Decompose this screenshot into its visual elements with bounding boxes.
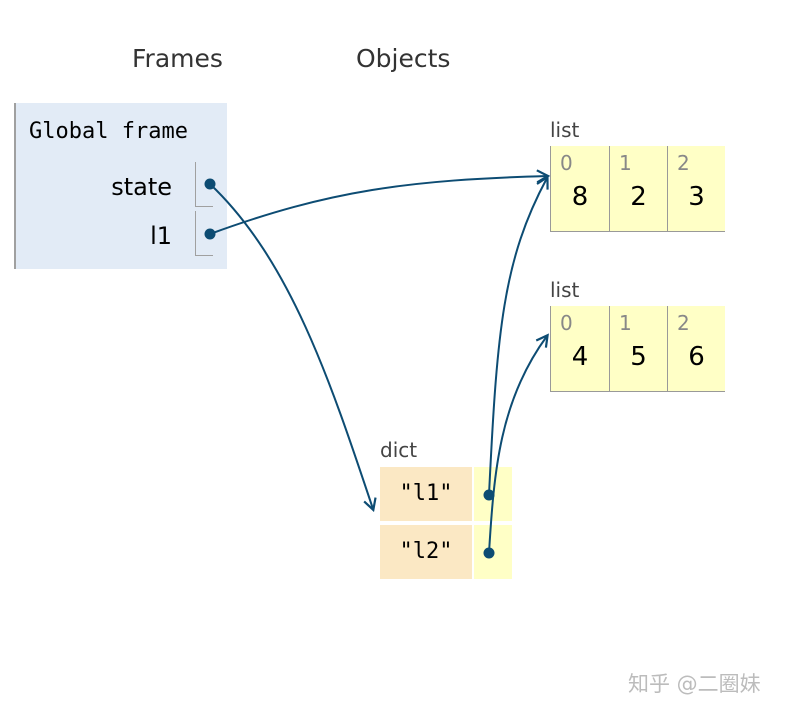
dict-type-label: dict <box>380 438 418 462</box>
pointer-state-to-dict <box>209 183 373 509</box>
list-a-value: 3 <box>688 182 705 212</box>
dict-entry: "l1" <box>380 467 512 521</box>
list-a-index: 1 <box>619 151 632 175</box>
dict-key: "l2" <box>380 525 472 579</box>
pointer-dict-l2-to-list-b <box>488 336 547 554</box>
list-b-cell: 1 5 <box>609 306 667 391</box>
pointer-dot-state <box>204 178 216 190</box>
list-a-index: 2 <box>677 151 690 175</box>
variable-name-l1: l1 <box>150 222 172 250</box>
variable-slot-state <box>195 162 213 207</box>
list-a-cell: 1 2 <box>609 146 667 231</box>
list-b: 0 4 1 5 2 6 <box>550 306 725 392</box>
pointer-l1-to-list-a <box>209 176 547 235</box>
pointer-dict-l1-to-list-a <box>488 178 547 496</box>
list-b-value: 6 <box>688 342 705 372</box>
list-a-cell: 0 8 <box>551 146 609 231</box>
pointer-dot-dict-l1 <box>483 489 495 501</box>
pointer-dot-dict-l2 <box>483 547 495 559</box>
dict-key: "l1" <box>380 467 472 521</box>
list-a-cell: 2 3 <box>667 146 725 231</box>
list-a-type-label: list <box>550 118 580 142</box>
list-b-cell: 2 6 <box>667 306 725 391</box>
dict-entry: "l2" <box>380 525 512 579</box>
list-b-cell: 0 4 <box>551 306 609 391</box>
watermark: 知乎 @二圈妹 <box>628 672 761 696</box>
list-a-index: 0 <box>560 151 573 175</box>
objects-heading: Objects <box>356 44 451 73</box>
variable-name-state: state <box>111 173 172 201</box>
list-b-index: 1 <box>619 311 632 335</box>
list-b-index: 2 <box>677 311 690 335</box>
global-frame: Global frame state l1 <box>14 103 227 269</box>
list-b-type-label: list <box>550 278 580 302</box>
list-a-value: 8 <box>571 182 589 212</box>
list-a: 0 8 1 2 2 3 <box>550 146 725 232</box>
list-b-value: 4 <box>571 342 589 372</box>
pointer-dot-l1 <box>204 228 216 240</box>
global-frame-title: Global frame <box>29 119 188 144</box>
list-a-value: 2 <box>630 182 647 212</box>
dict-object: "l1" "l2" <box>380 467 512 583</box>
list-b-value: 5 <box>630 342 647 372</box>
list-b-index: 0 <box>560 311 573 335</box>
variable-slot-l1 <box>195 211 213 256</box>
frames-heading: Frames <box>132 44 223 73</box>
